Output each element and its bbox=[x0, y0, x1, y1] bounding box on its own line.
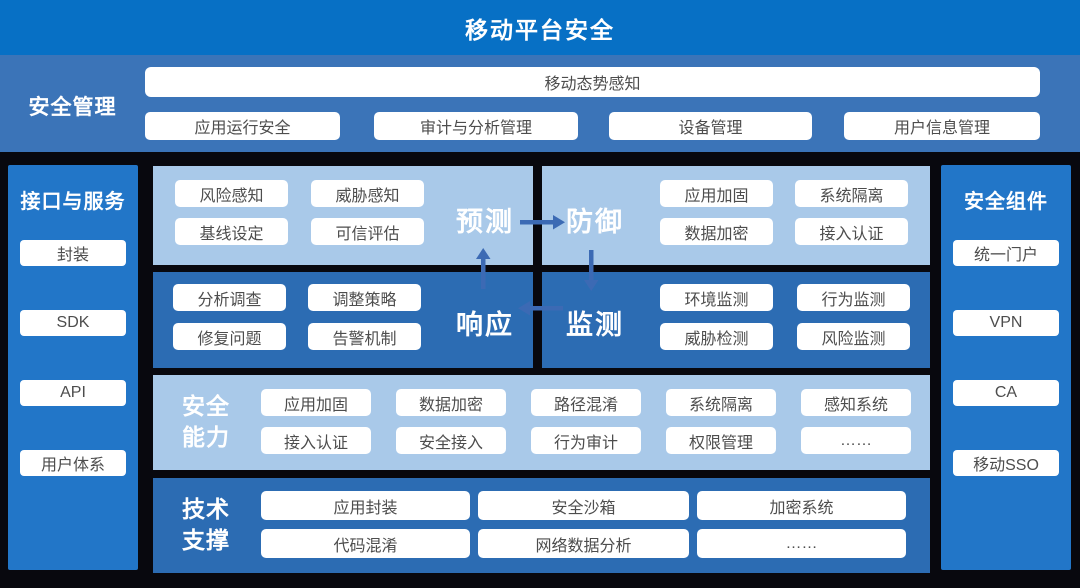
device-management-box: 设备管理 bbox=[609, 112, 812, 140]
technical-support-panel: 技术支撑 应用封装 安全沙箱 加密系统 代码混淆 网络数据分析 …… bbox=[153, 478, 930, 573]
capability-access-auth-box: 接入认证 bbox=[261, 427, 371, 454]
threat-awareness-box: 威胁感知 bbox=[311, 180, 424, 207]
system-isolation-box: 系统隔离 bbox=[795, 180, 908, 207]
predict-label: 预测 bbox=[456, 207, 514, 237]
respond-quadrant: 分析调查 调整策略 修复问题 告警机制 响应 bbox=[153, 272, 533, 368]
capability-behavior-audit-box: 行为审计 bbox=[531, 427, 641, 454]
interfaces-services-sidebar: 接口与服务 封装 SDK API 用户体系 bbox=[8, 165, 138, 570]
user-system-box: 用户体系 bbox=[20, 450, 126, 476]
top-banner: 移动平台安全 bbox=[0, 0, 1080, 55]
risk-awareness-box: 风险感知 bbox=[175, 180, 288, 207]
support-ellipsis-box: …… bbox=[697, 529, 906, 558]
predict-quadrant: 风险感知 威胁感知 基线设定 可信评估 预测 bbox=[153, 166, 533, 265]
policy-adjustment-box: 调整策略 bbox=[308, 284, 421, 311]
respond-label: 响应 bbox=[456, 310, 514, 340]
capability-app-hardening-box: 应用加固 bbox=[261, 389, 371, 416]
security-management-band: 安全管理 移动态势感知 应用运行安全 审计与分析管理 设备管理 用户信息管理 bbox=[0, 55, 1080, 152]
baseline-setting-box: 基线设定 bbox=[175, 218, 288, 245]
data-encryption-box: 数据加密 bbox=[660, 218, 773, 245]
sdk-box: SDK bbox=[20, 310, 126, 336]
support-app-wrapping-box: 应用封装 bbox=[261, 491, 470, 520]
vpn-box: VPN bbox=[953, 310, 1059, 336]
defend-quadrant: 防御 应用加固 系统隔离 数据加密 接入认证 bbox=[542, 166, 930, 265]
mobile-situation-awareness-box: 移动态势感知 bbox=[145, 67, 1040, 97]
encapsulation-box: 封装 bbox=[20, 240, 126, 266]
app-hardening-box: 应用加固 bbox=[660, 180, 773, 207]
monitor-quadrant: 监测 环境监测 行为监测 威胁检测 风险监测 bbox=[542, 272, 930, 368]
trust-evaluation-box: 可信评估 bbox=[311, 218, 424, 245]
capability-system-isolation-box: 系统隔离 bbox=[666, 389, 776, 416]
audit-analysis-box: 审计与分析管理 bbox=[374, 112, 578, 140]
alert-mechanism-box: 告警机制 bbox=[308, 323, 421, 350]
security-capability-label: 安全能力 bbox=[182, 393, 230, 450]
capability-ellipsis-box: …… bbox=[801, 427, 911, 454]
api-box: API bbox=[20, 380, 126, 406]
support-code-obfuscation-box: 代码混淆 bbox=[261, 529, 470, 558]
defend-label: 防御 bbox=[566, 207, 624, 237]
security-management-label: 安全管理 bbox=[28, 96, 117, 119]
issue-remediation-box: 修复问题 bbox=[173, 323, 286, 350]
monitor-label: 监测 bbox=[566, 310, 624, 340]
behavior-monitoring-box: 行为监测 bbox=[797, 284, 910, 311]
environment-monitoring-box: 环境监测 bbox=[660, 284, 773, 311]
security-components-sidebar: 安全组件 统一门户 VPN CA 移动SSO bbox=[941, 165, 1071, 570]
mobile-sso-box: 移动SSO bbox=[953, 450, 1059, 476]
support-encryption-system-box: 加密系统 bbox=[697, 491, 906, 520]
security-components-title: 安全组件 bbox=[964, 191, 1048, 213]
security-capability-panel: 安全能力 应用加固 数据加密 路径混淆 系统隔离 感知系统 接入认证 安全接入 … bbox=[153, 375, 930, 470]
risk-monitoring-box: 风险监测 bbox=[797, 323, 910, 350]
capability-secure-access-box: 安全接入 bbox=[396, 427, 506, 454]
page-title: 移动平台安全 bbox=[465, 16, 615, 43]
support-security-sandbox-box: 安全沙箱 bbox=[478, 491, 689, 520]
interfaces-services-title: 接口与服务 bbox=[20, 191, 126, 213]
unified-portal-box: 统一门户 bbox=[953, 240, 1059, 266]
capability-data-encryption-box: 数据加密 bbox=[396, 389, 506, 416]
ca-box: CA bbox=[953, 380, 1059, 406]
capability-path-obfuscation-box: 路径混淆 bbox=[531, 389, 641, 416]
analysis-investigation-box: 分析调查 bbox=[173, 284, 286, 311]
technical-support-label: 技术支撑 bbox=[182, 496, 230, 553]
capability-awareness-system-box: 感知系统 bbox=[801, 389, 911, 416]
threat-detection-box: 威胁检测 bbox=[660, 323, 773, 350]
user-info-management-box: 用户信息管理 bbox=[844, 112, 1040, 140]
capability-permission-management-box: 权限管理 bbox=[666, 427, 776, 454]
app-runtime-security-box: 应用运行安全 bbox=[145, 112, 340, 140]
support-network-data-analysis-box: 网络数据分析 bbox=[478, 529, 689, 558]
access-auth-box: 接入认证 bbox=[795, 218, 908, 245]
